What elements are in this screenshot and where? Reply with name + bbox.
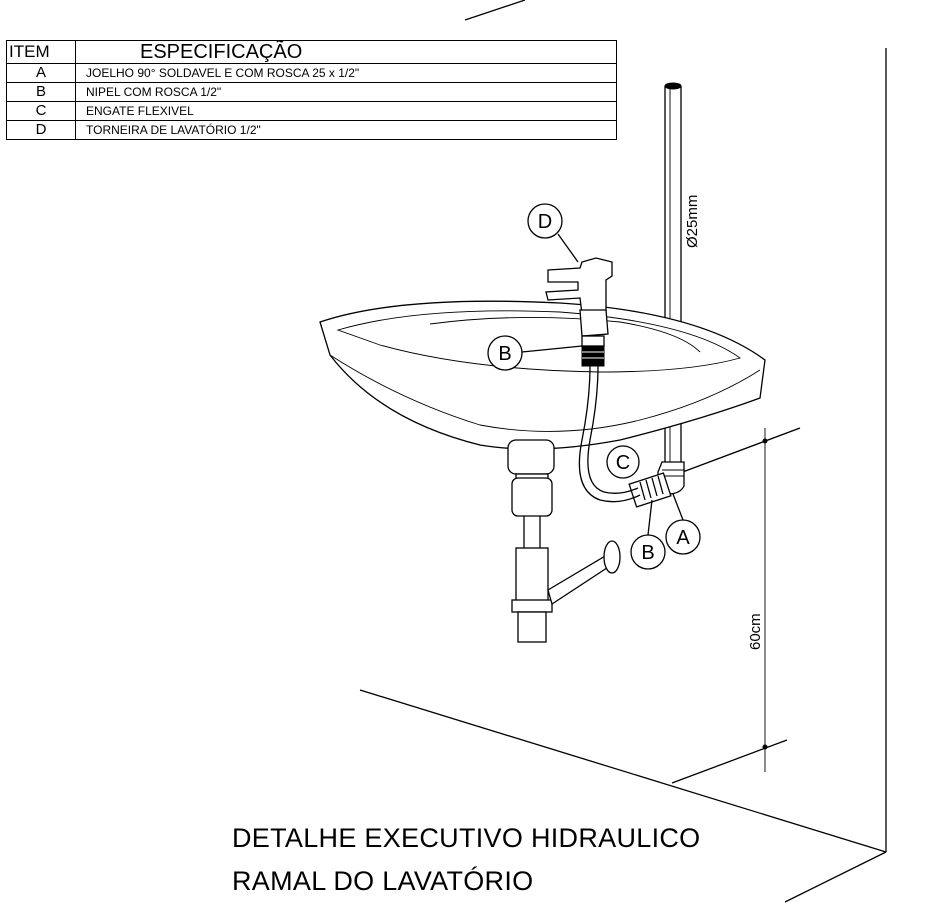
svg-text:A: A [676,527,690,549]
header-item: ITEM [6,40,76,64]
pipe-diameter-label: Ø25mm [684,195,701,248]
drawing-title-line2: RAMAL DO LAVATÓRIO [232,866,534,896]
faucet [545,257,613,337]
table-header-row: ITEM ESPECIFICAÇÃO [6,40,617,64]
callout-b-bottom: B [630,499,666,570]
nipple-top [581,335,605,367]
callout-a: A [665,493,701,555]
callout-b-top: B [487,335,583,371]
height-dimension-label: 60cm [747,613,764,650]
callout-d: D [527,203,579,263]
header-spec: ESPECIFICAÇÃO [75,40,617,64]
height-dimension: 60cm [747,428,768,772]
flexible-hose [578,365,641,503]
drawing-title-line1: DETALHE EXECUTIVO HIDRAULICO [232,823,701,853]
table-row: D TORNEIRA DE LAVATÓRIO 1/2" [6,120,617,140]
specification-table: ITEM ESPECIFICAÇÃO A JOELHO 90° SOLDAVEL… [6,40,617,140]
nipple-bottom [628,472,672,508]
svg-text:B: B [641,542,654,564]
drain-trap [507,439,621,643]
svg-text:B: B [498,343,511,365]
room-outline [359,0,887,903]
wash-basin [319,300,766,450]
row-spec: TORNEIRA DE LAVATÓRIO 1/2" [75,120,617,140]
callout-c: C [606,445,640,479]
svg-text:D: D [538,211,552,233]
svg-text:C: C [616,452,630,474]
